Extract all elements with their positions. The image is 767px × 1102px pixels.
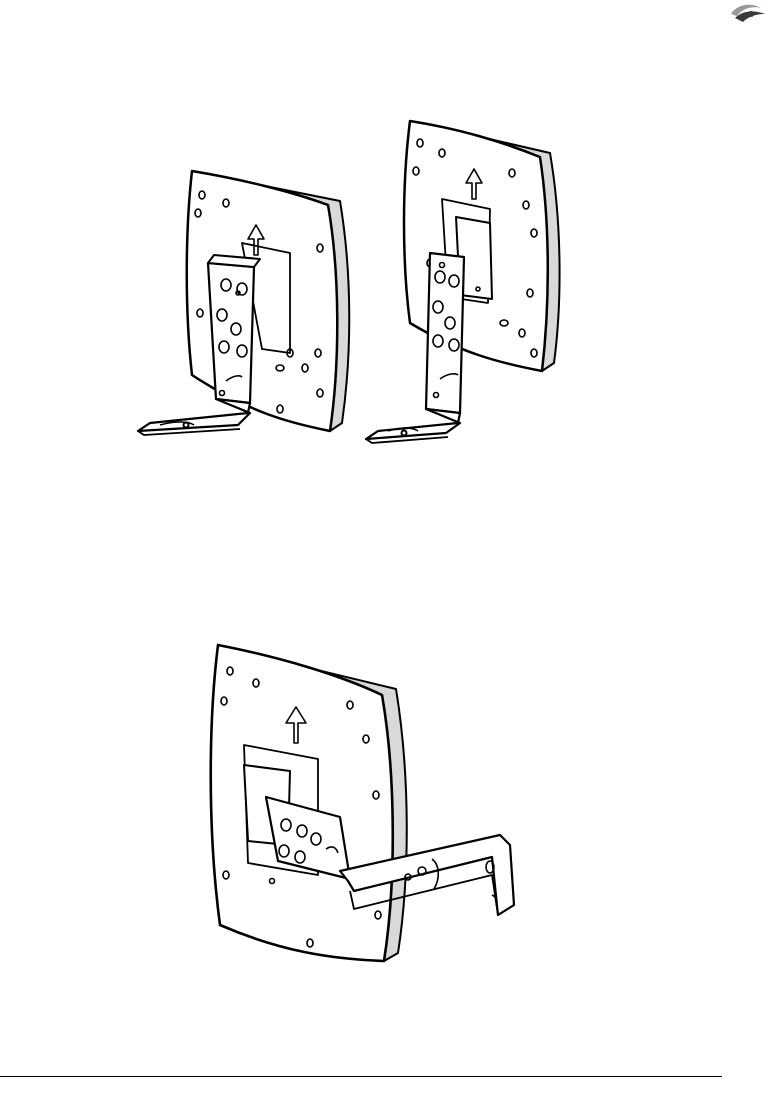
antenna-horizontal-illustration — [200, 635, 530, 980]
footer-rule — [0, 1076, 722, 1077]
antenna-right — [366, 121, 560, 443]
antenna-left — [138, 171, 349, 435]
antenna-bottom — [211, 645, 514, 961]
antenna-pair-illustration — [130, 113, 590, 458]
swirl-logo-icon — [727, 0, 767, 24]
